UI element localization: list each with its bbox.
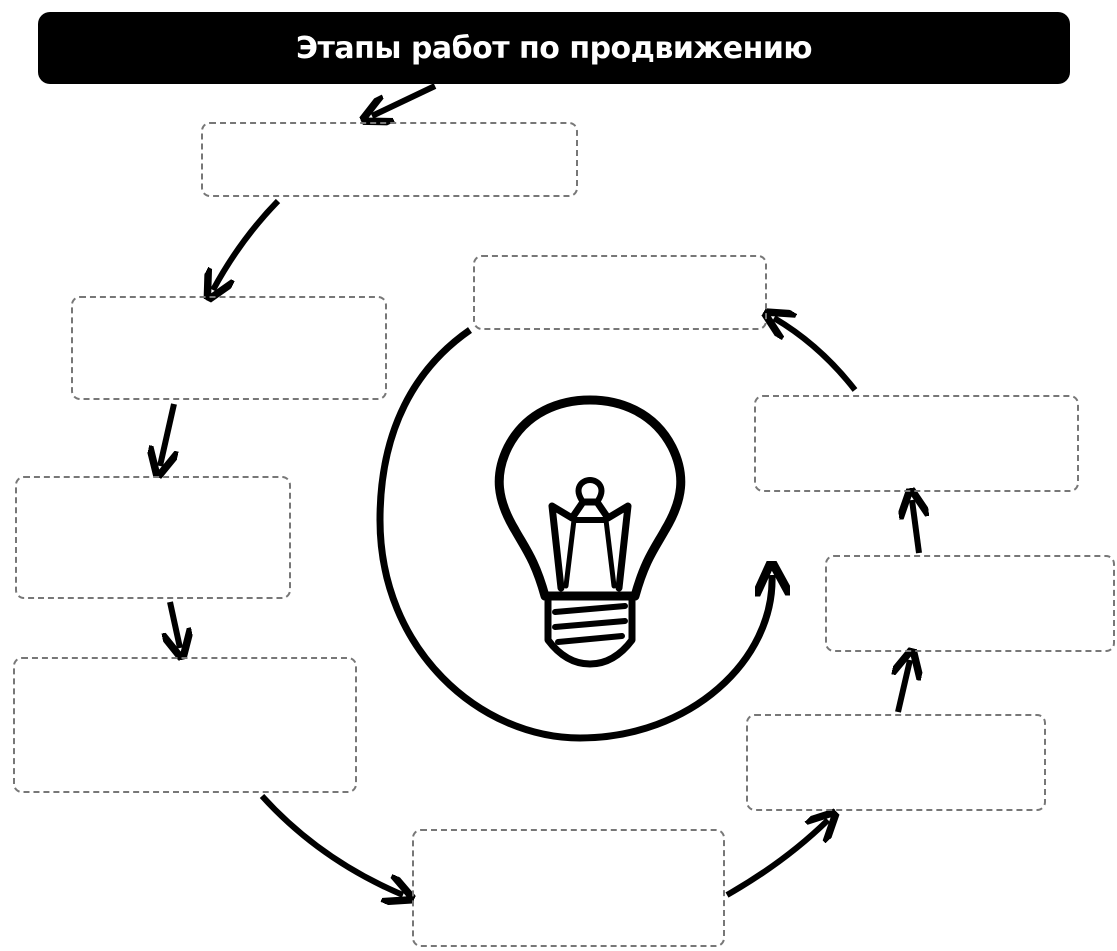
stage-box-6[interactable]: [746, 714, 1046, 811]
stage-box-1[interactable]: [201, 122, 578, 197]
stage-box-5[interactable]: [412, 829, 725, 947]
stage-box-8[interactable]: [754, 395, 1079, 492]
lightbulb-icon: [494, 395, 686, 668]
arrow-stage-8-to-stage-9: [774, 318, 858, 392]
arrow-stage-6-to-stage-7: [898, 660, 910, 713]
arrow-stage-2-to-stage-3: [160, 403, 174, 466]
stage-box-2[interactable]: [71, 296, 387, 400]
arrow-stage-5-to-stage-6: [725, 820, 828, 898]
arrow-title-to-stage-1: [372, 83, 437, 116]
diagram-title: Этапы работ по продвижению: [296, 30, 813, 66]
stage-box-9[interactable]: [473, 255, 767, 330]
stage-box-3[interactable]: [15, 476, 291, 599]
arrow-stage-3-to-stage-4: [170, 601, 180, 648]
arrow-stage-7-to-stage-8: [912, 500, 919, 554]
title-bar: Этапы работ по продвижению: [38, 12, 1070, 84]
stage-box-4[interactable]: [13, 657, 357, 793]
circular-arrow-icon: [376, 327, 772, 742]
stage-box-7[interactable]: [825, 555, 1115, 652]
arrow-stage-4-to-stage-5: [259, 793, 403, 895]
arrow-stage-1-to-stage-2: [213, 198, 281, 290]
